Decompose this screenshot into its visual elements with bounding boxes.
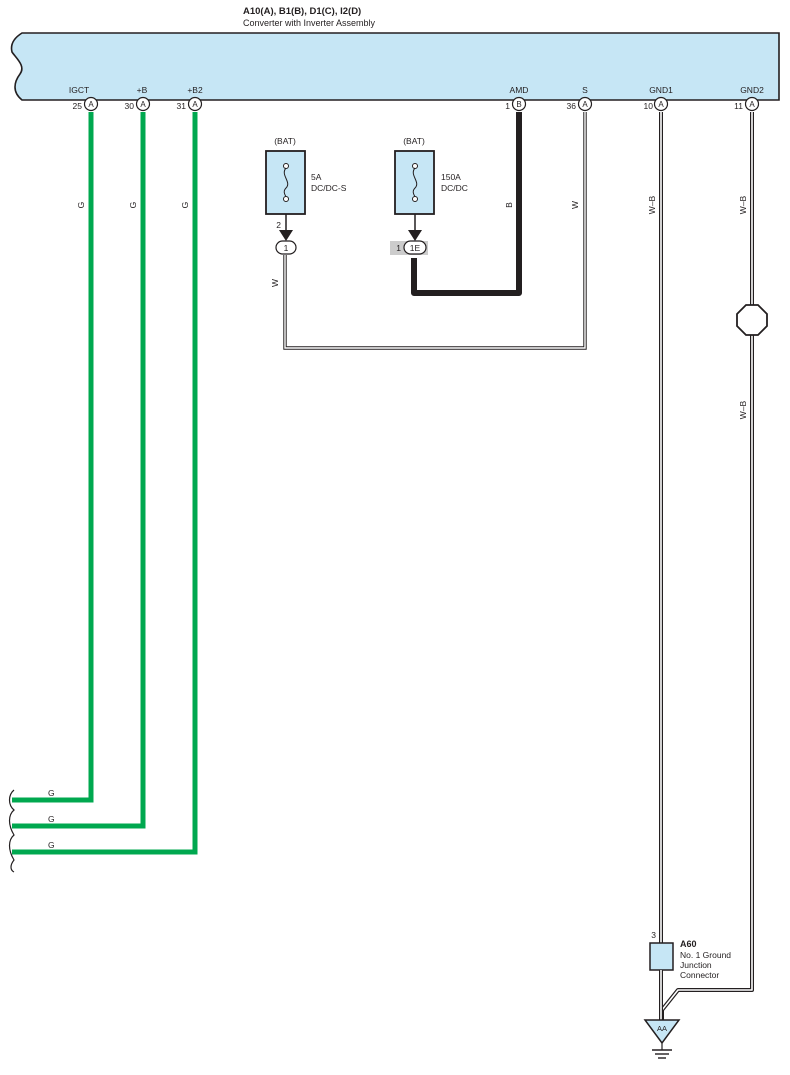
wire-s-loop-color: W [270, 279, 280, 287]
terminal-gnd2-name: GND2 [740, 85, 764, 95]
bottom-wire-3-color: G [48, 840, 55, 850]
fuse-2-box [394, 150, 435, 215]
fuse-2-arrow [408, 230, 422, 241]
terminal-b-pin: 30 [125, 101, 135, 111]
terminal-gnd2-pin: 11 [734, 101, 743, 111]
wire-igct-color: G [76, 202, 86, 209]
converter-inverter-block [10, 32, 780, 101]
fuse-2-connector-label: 1E [410, 243, 421, 253]
fuse-2-name: DC/DC [441, 183, 468, 193]
fuse-1-symbol [283, 163, 289, 202]
component-name: Converter with Inverter Assembly [243, 18, 376, 28]
terminal-gnd1-pin: 10 [644, 101, 654, 111]
terminal-gnd2-connector: A [744, 96, 760, 112]
fuse-1-rating: 5A [311, 172, 322, 182]
fuse-1-source: (BAT) [274, 136, 296, 146]
connector-list-title: A10(A), B1(B), D1(C), I2(D) [243, 6, 361, 17]
wire-gnd2-inner [661, 112, 753, 1020]
svg-text:B: B [516, 100, 521, 109]
ground-point-label: AA [657, 1024, 667, 1033]
fuse-1-connector [275, 240, 297, 255]
wire-amd [411, 112, 522, 296]
fuse-1-arrow [279, 230, 293, 241]
wire-igct [12, 112, 94, 803]
terminal-s-name: S [582, 85, 588, 95]
terminal-b2-name: +B2 [187, 85, 203, 95]
wire-gnd2-upper-color: W–B [738, 195, 748, 214]
terminal-igct-pin: 25 [73, 101, 83, 111]
ground-point-triangle [643, 1019, 681, 1045]
terminal-b-connector: A [135, 96, 151, 112]
terminal-s-connector: A [577, 96, 593, 112]
terminal-amd-pin: 1 [505, 101, 510, 111]
ground-junction-desc-1: No. 1 Ground [680, 950, 731, 960]
fuse-2-rating: 150A [441, 172, 461, 182]
bottom-wire-1-color: G [48, 788, 55, 798]
terminal-b2-connector: A [187, 96, 203, 112]
terminal-gnd1-connector: A [653, 96, 669, 112]
fuse-1-out-pin: 2 [276, 220, 281, 230]
ground-icon [652, 1043, 672, 1059]
wire-gnd2-lower-color: W–B [738, 400, 748, 419]
wire-plus-b-color: G [128, 202, 138, 209]
svg-text:A: A [658, 100, 664, 109]
wire-amd-color: B [504, 202, 514, 208]
terminal-gnd1-name: GND1 [649, 85, 673, 95]
wire-gnd1-color: W–B [647, 195, 657, 214]
fuse-2-out-pin: 1 [396, 243, 401, 253]
svg-text:A: A [88, 100, 94, 109]
svg-text:A: A [140, 100, 146, 109]
fuse-1-box [265, 150, 306, 215]
terminal-s-pin: 36 [567, 101, 577, 111]
fuse-2-source: (BAT) [403, 136, 425, 146]
terminal-amd-connector: B [511, 96, 527, 112]
ground-junction-block [649, 942, 674, 971]
svg-text:A: A [192, 100, 198, 109]
svg-text:A: A [749, 100, 755, 109]
wire-s-inner [284, 112, 586, 349]
ground-junction-pin: 3 [651, 930, 656, 940]
gnd2-splice-octagon [736, 304, 768, 336]
fuse-2-connector [403, 240, 427, 255]
fuse-1-connector-label: 1 [284, 243, 289, 253]
terminal-b-name: +B [137, 85, 148, 95]
fuse-1-name: DC/DC-S [311, 183, 347, 193]
ground-junction-desc-3: Connector [680, 970, 719, 980]
terminal-b2-pin: 31 [177, 101, 187, 111]
fuse-2-symbol [412, 163, 418, 202]
wire-s-color: W [570, 201, 580, 209]
terminal-amd-name: AMD [510, 85, 529, 95]
wire-plus-b2-color: G [180, 202, 190, 209]
ground-junction-desc-2: Junction [680, 960, 712, 970]
ground-junction-id: A60 [680, 939, 697, 949]
bottom-wire-2-color: G [48, 814, 55, 824]
terminal-igct-name: IGCT [69, 85, 89, 95]
terminal-igct-connector: A [83, 96, 99, 112]
wire-break-mark [8, 789, 15, 873]
wire-s [283, 112, 587, 350]
wire-plus-b [12, 112, 146, 829]
wire-gnd2 [660, 112, 754, 1020]
wire-plus-b2 [12, 112, 198, 855]
svg-text:A: A [582, 100, 588, 109]
